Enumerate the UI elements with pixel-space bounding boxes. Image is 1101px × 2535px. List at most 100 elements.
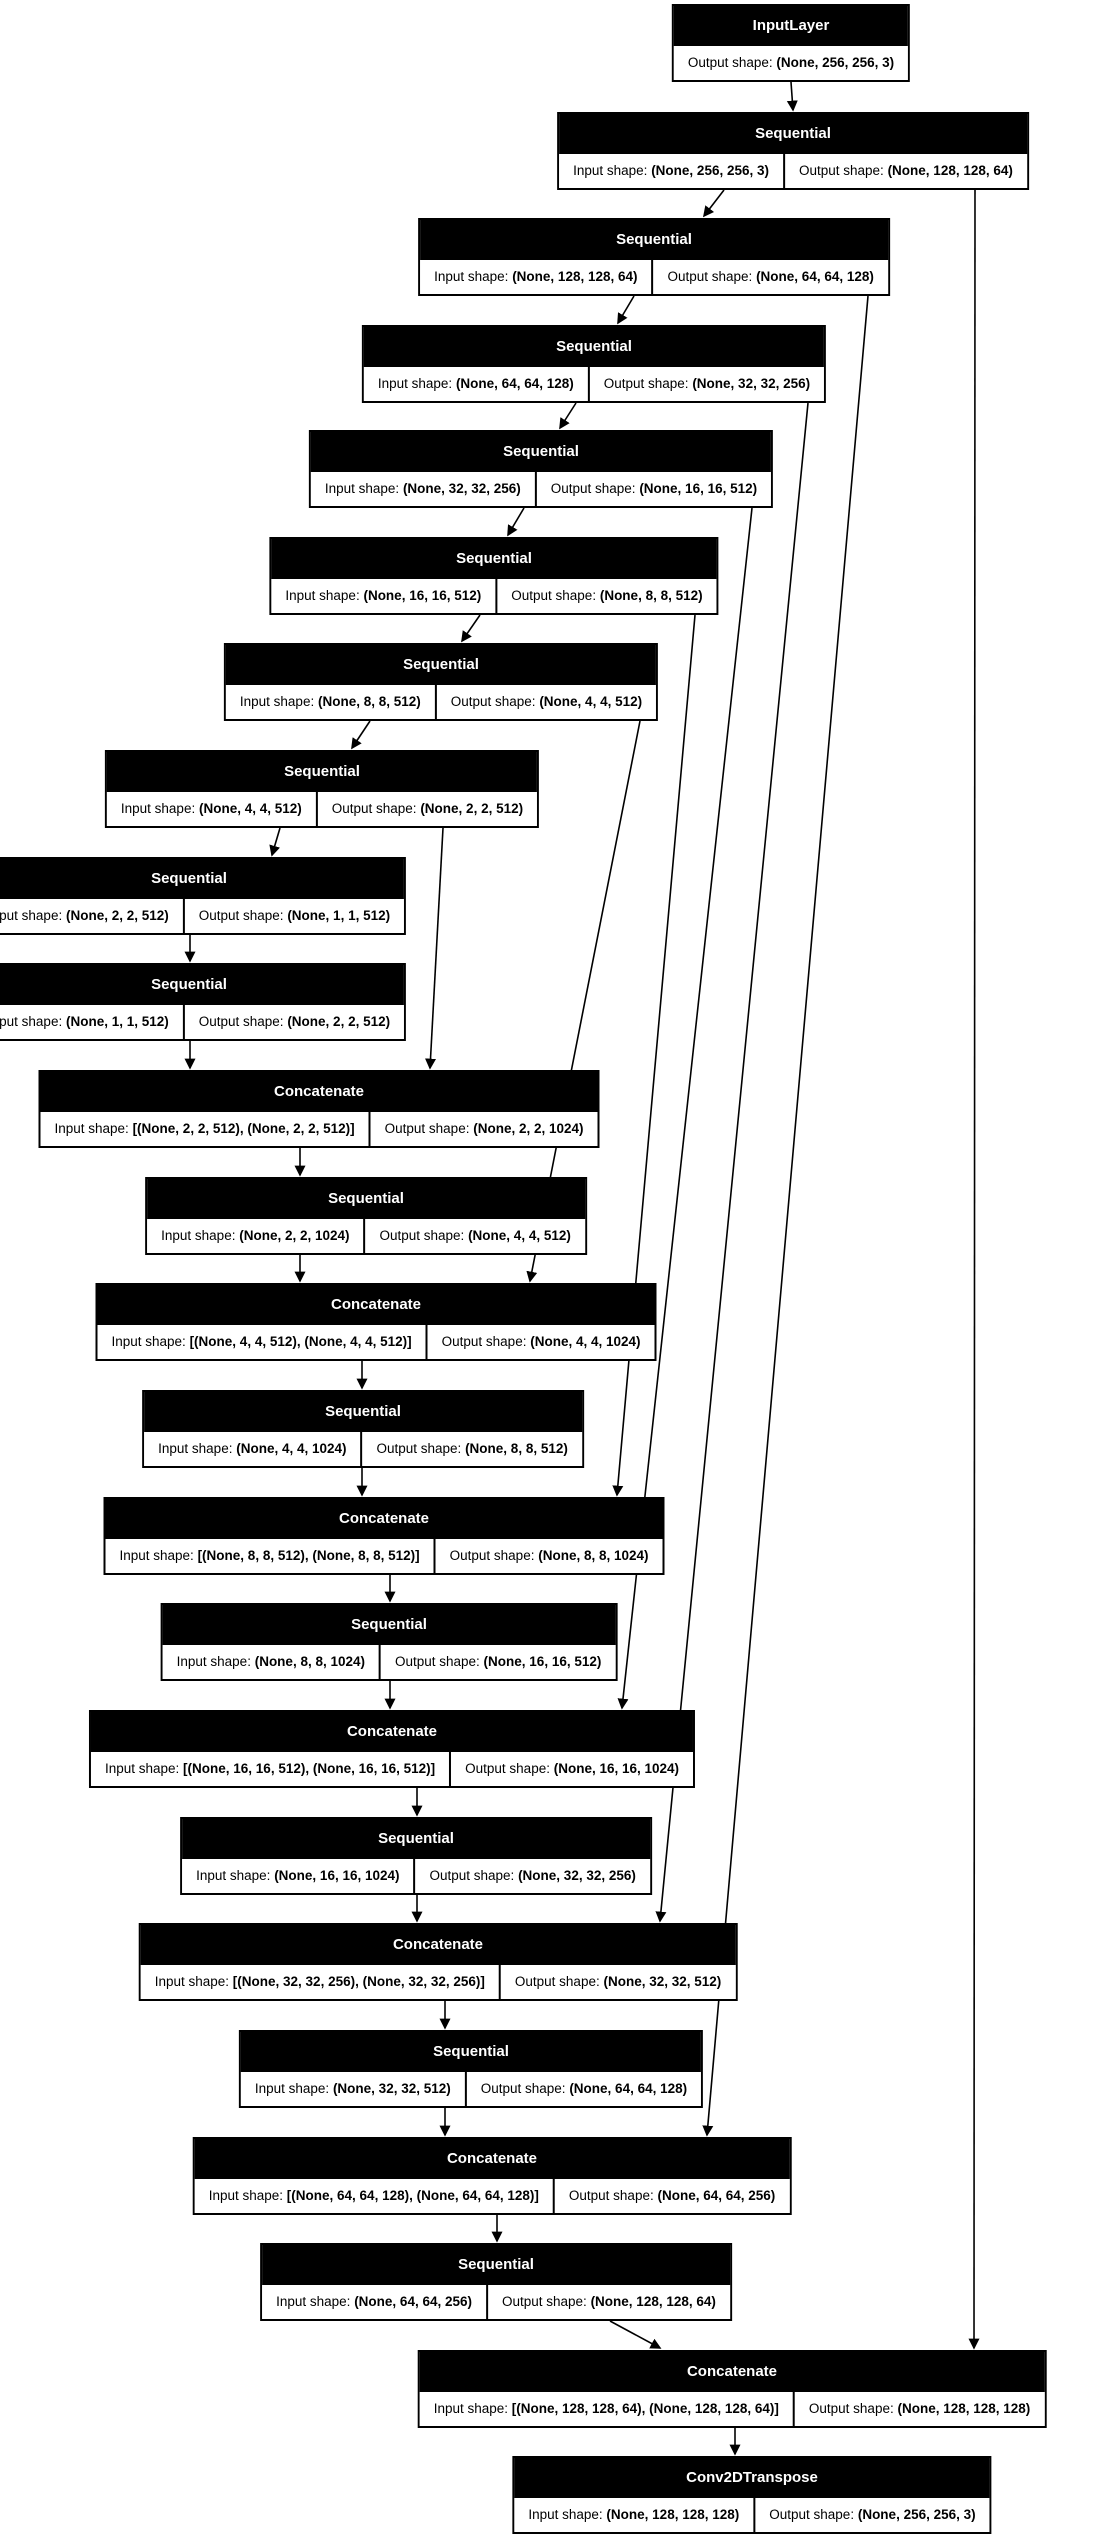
output-shape-cell: Output shape: (None, 32, 32, 256) bbox=[413, 1859, 650, 1893]
input-shape-cell-label: Input shape: bbox=[0, 1014, 63, 1029]
input-shape-cell-value: (None, 64, 64, 128) bbox=[455, 376, 574, 391]
input-shape-cell: Input shape: (None, 64, 64, 256) bbox=[262, 2285, 486, 2319]
output-shape-cell-label: Output shape: bbox=[384, 1121, 474, 1136]
output-shape-cell-value: (None, 32, 32, 256) bbox=[692, 376, 811, 391]
output-shape-cell: Output shape: (None, 64, 64, 256) bbox=[552, 2179, 789, 2213]
output-shape-cell-value: (None, 32, 32, 256) bbox=[518, 1868, 636, 1883]
output-shape-cell-label: Output shape: bbox=[331, 801, 421, 816]
output-shape-cell: Output shape: (None, 64, 64, 128) bbox=[464, 2072, 701, 2106]
flow-arrow bbox=[609, 2320, 662, 2349]
shape-cells: Input shape: (None, 4, 4, 512)Output sha… bbox=[106, 792, 538, 826]
input-shape-cell-label: Input shape: bbox=[573, 163, 652, 178]
input-shape-cell-label: Input shape: bbox=[528, 2507, 607, 2522]
input-shape-cell-label: Input shape: bbox=[176, 1654, 255, 1669]
skip-connection-arrow bbox=[425, 827, 444, 1070]
flow-arrow bbox=[507, 507, 525, 537]
output-shape-cell: Output shape: (None, 8, 8, 512) bbox=[360, 1432, 582, 1466]
output-shape-cell-value: (None, 2, 2, 1024) bbox=[473, 1121, 584, 1136]
output-shape-cell-label: Output shape: bbox=[511, 588, 600, 603]
output-shape-cell-label: Output shape: bbox=[550, 481, 640, 496]
output-shape-cell-label: Output shape: bbox=[667, 269, 757, 284]
shape-cells: Input shape: (None, 2, 2, 512)Output sha… bbox=[0, 899, 405, 933]
input-shape-cell-value: (None, 1, 1, 512) bbox=[65, 1014, 169, 1029]
input-shape-cell-label: Input shape: bbox=[276, 2294, 355, 2309]
shape-cells: Input shape: (None, 64, 64, 256)Output s… bbox=[262, 2285, 730, 2319]
shape-cells: Input shape: (None, 32, 32, 256) Output s… bbox=[310, 472, 772, 506]
output-shape-cell: Output shape: (None, 16, 16, 1024) bbox=[449, 1752, 693, 1786]
output-shape-cell-label: Output shape: bbox=[394, 1654, 484, 1669]
output-shape-cell: Output shape: (None, 2, 2, 512) bbox=[315, 792, 537, 826]
output-shape-cell-value: (None, 64, 64, 128) bbox=[569, 2081, 688, 2096]
output-shape-cell-label: Output shape: bbox=[198, 1014, 288, 1029]
flow-arrow bbox=[617, 295, 635, 325]
input-shape-cell-value: [(None, 4, 4, 512), (None, 4, 4, 512)] bbox=[189, 1334, 412, 1349]
output-shape-cell: Output shape: (None, 128, 128, 64) bbox=[783, 154, 1027, 188]
input-shape-cell-label: Input shape: bbox=[324, 481, 403, 496]
skip-connection-arrow bbox=[655, 402, 809, 1923]
input-shape-cell-value: (None, 16, 16, 1024) bbox=[274, 1868, 400, 1883]
input-shape-cell-value: (None, 128, 128, 128) bbox=[606, 2507, 740, 2522]
shape-cells: Input shape: (None, 4, 4, 1024)Output sh… bbox=[144, 1432, 582, 1466]
output-shape-cell-value: (None, 16, 16, 1024) bbox=[553, 1761, 680, 1776]
input-shape-cell-value: (None, 8, 8, 512) bbox=[317, 694, 421, 709]
output-shape-cell: Output shape: (None, 16, 16, 512) bbox=[378, 1645, 615, 1679]
output-shape-cell-value: (None, 128, 128, 64) bbox=[590, 2294, 716, 2309]
shape-cells: Input shape: (None, 64, 64, 128) Output s… bbox=[363, 367, 825, 401]
shape-cells: Input shape: (None, 16, 16, 512) Output s… bbox=[271, 579, 717, 613]
output-shape-cell-value: (None, 1, 1, 512) bbox=[287, 908, 391, 923]
input-shape-cell-value: (None, 2, 2, 1024) bbox=[239, 1228, 350, 1243]
input-shape-cell: Input shape: (None, 64, 64, 128) bbox=[364, 367, 588, 401]
input-shape-cell-value: (None, 32, 32, 256) bbox=[402, 481, 521, 496]
input-shape-cell-label: Input shape: bbox=[239, 694, 318, 709]
input-shape-cell-label: Input shape: bbox=[54, 1121, 133, 1136]
flow-arrow bbox=[269, 827, 281, 857]
input-shape-cell-value: (None, 2, 2, 512) bbox=[65, 908, 169, 923]
output-shape-cell-label: Output shape: bbox=[379, 1228, 469, 1243]
output-shape-cell: Output shape: (None, 32, 32, 512) bbox=[498, 1965, 735, 1999]
layer-title: InputLayer bbox=[673, 6, 909, 46]
input-shape-cell-label: Input shape: bbox=[120, 801, 199, 816]
layer-title: Sequential bbox=[262, 2245, 730, 2285]
shape-cells: Input shape: [(None, 32, 32, 256), (None… bbox=[140, 1965, 736, 1999]
input-shape-cell: Input shape: [(None, 64, 64, 128), (None… bbox=[195, 2179, 553, 2213]
layer-title: Sequential bbox=[182, 1819, 650, 1859]
flow-arrow bbox=[461, 614, 481, 643]
output-shape-cell-value: (None, 8, 8, 512) bbox=[465, 1441, 568, 1456]
input-shape-cell: Input shape: (None, 8, 8, 512) bbox=[226, 685, 435, 719]
output-shape-cell: Output shape: (None, 16, 16, 512) bbox=[534, 472, 771, 506]
output-shape-cell: Output shape: (None, 128, 128, 128) bbox=[792, 2392, 1044, 2426]
output-shape-cell-value: (None, 256, 256, 3) bbox=[857, 2507, 976, 2522]
input-shape-cell-value: [(None, 64, 64, 128), (None, 64, 64, 128… bbox=[286, 2188, 539, 2203]
input-shape-cell-value: [(None, 8, 8, 512), (None, 8, 8, 512)] bbox=[197, 1548, 420, 1563]
input-shape-cell-value: (None, 32, 32, 512) bbox=[332, 2081, 451, 2096]
input-shape-cell: Input shape: (None, 16, 16, 512) bbox=[271, 579, 495, 613]
output-shape-cell-value: (None, 2, 2, 512) bbox=[420, 801, 524, 816]
output-shape-cell-label: Output shape: bbox=[603, 376, 693, 391]
input-shape-cell-label: Input shape: bbox=[254, 2081, 333, 2096]
layer-title: Sequential bbox=[420, 220, 888, 260]
output-shape-cell-value: (None, 16, 16, 512) bbox=[483, 1654, 602, 1669]
input-shape-cell: Input shape: (None, 16, 16, 1024) bbox=[182, 1859, 413, 1893]
layer-title: Sequential bbox=[363, 327, 825, 367]
input-shape-cell-label: Input shape: bbox=[433, 2401, 512, 2416]
shape-cells: Input shape: (None, 128, 128, 64)Output … bbox=[420, 260, 888, 294]
input-shape-cell-label: Input shape: bbox=[208, 2188, 287, 2203]
output-shape-cell-label: Output shape: bbox=[198, 908, 288, 923]
output-shape-cell-value: (None, 4, 4, 1024) bbox=[530, 1334, 641, 1349]
input-shape-cell: Input shape: (None, 2, 2, 1024) bbox=[147, 1219, 363, 1253]
layer-title: Sequential bbox=[147, 1179, 585, 1219]
